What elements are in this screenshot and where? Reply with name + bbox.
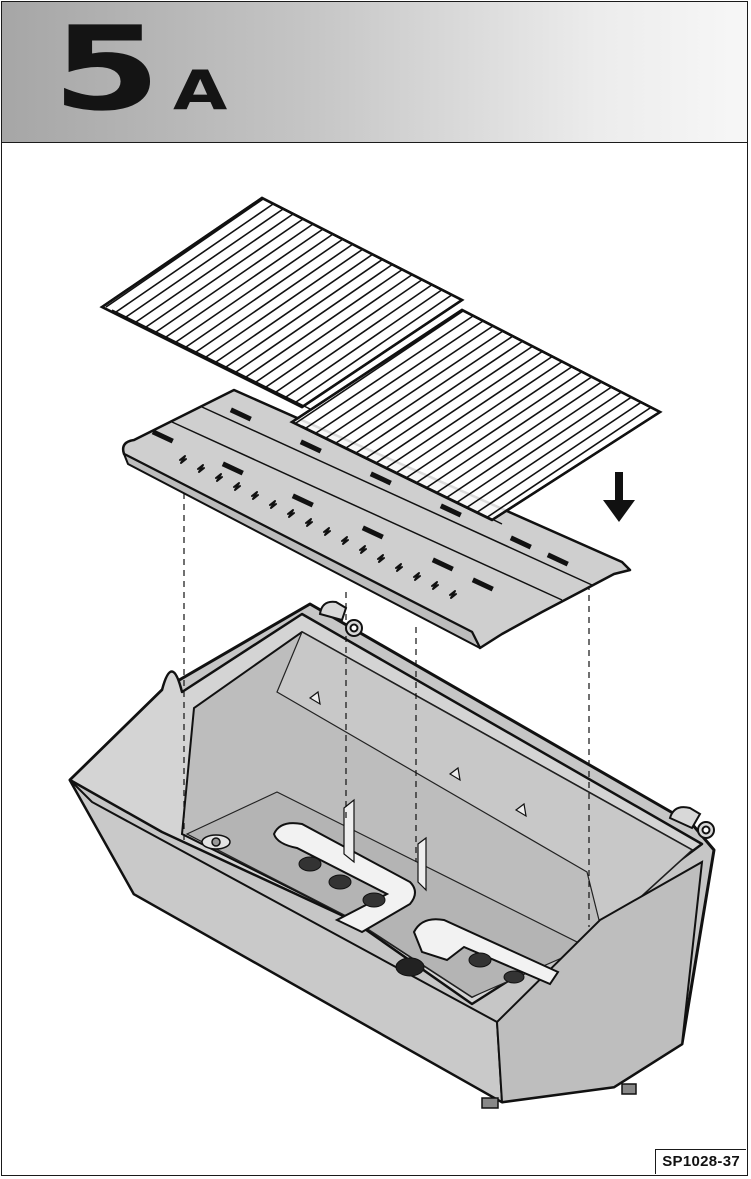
- step-number: 5: [52, 2, 161, 137]
- cooking-grate-left: [99, 196, 465, 411]
- hinge-bracket-right: [668, 806, 715, 839]
- wing-nut: [201, 834, 231, 850]
- alignment-lines: [183, 482, 590, 927]
- part-code: SP1028-37: [655, 1149, 746, 1174]
- step-label: 5 A: [52, 2, 227, 137]
- step-header: 5 A: [2, 2, 747, 143]
- cooking-grate-right: [289, 308, 663, 525]
- down-arrow-icon: [603, 472, 635, 522]
- step-letter: A: [172, 59, 228, 122]
- firebox-tub: [68, 600, 716, 1109]
- burner-tubes: [272, 822, 560, 986]
- assembly-illustration: [68, 196, 716, 1109]
